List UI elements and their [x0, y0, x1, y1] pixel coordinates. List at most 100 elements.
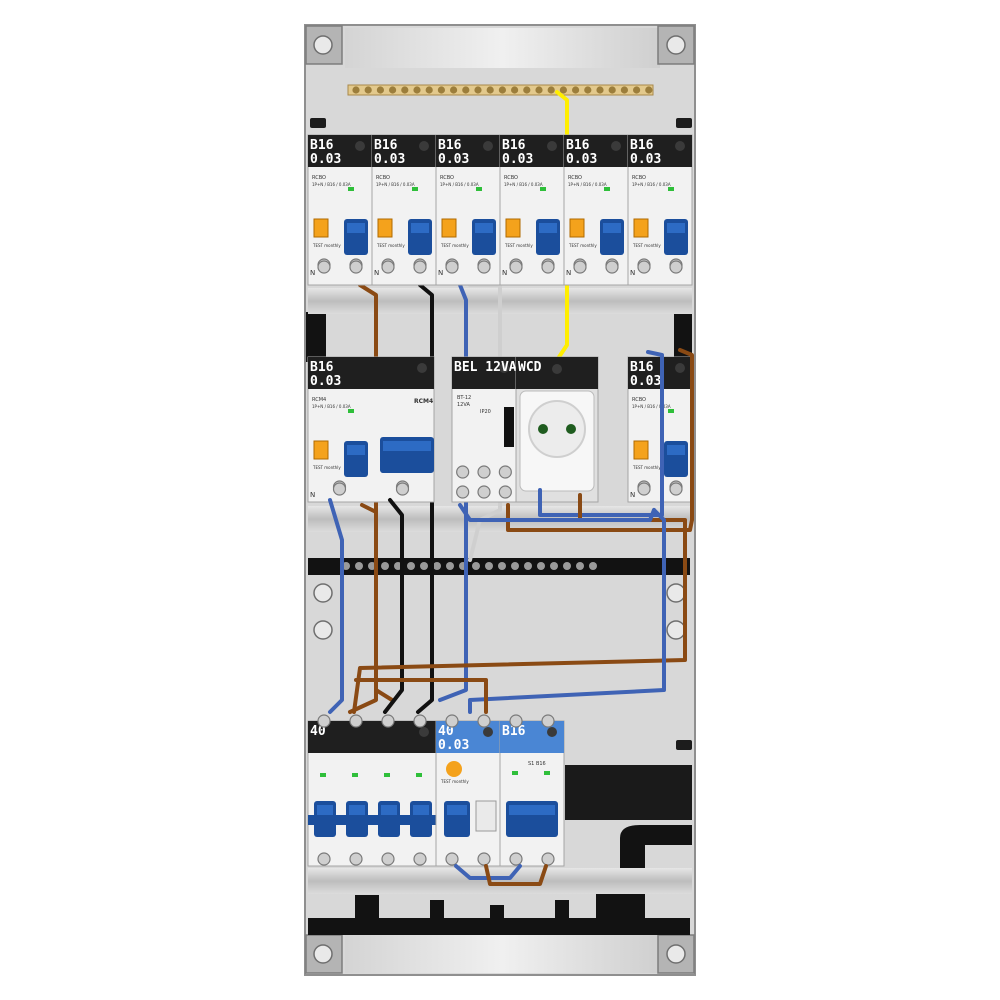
module-header [628, 135, 692, 167]
test-label: TEST monthly [568, 243, 597, 248]
test-button[interactable] [441, 218, 457, 238]
wire [538, 350, 664, 517]
module-model: RCBO [632, 175, 646, 181]
toggle-lever-highlight [447, 805, 467, 815]
test-button[interactable] [633, 218, 649, 238]
terminal-screw-icon [381, 852, 395, 866]
terminal-n-label: N [310, 269, 315, 277]
test-button[interactable] [446, 761, 462, 777]
socket-outlet-icon[interactable] [528, 400, 586, 458]
terminal-screw-icon [395, 482, 410, 496]
earth-screw-icon [523, 86, 531, 94]
module-spec: 1P+N / B16 / 0.03A [376, 182, 415, 187]
module-model: RCBO [568, 175, 582, 181]
busbar-screw-icon [433, 562, 441, 570]
status-led-icon [384, 773, 390, 777]
mount-screw-icon [666, 583, 686, 603]
module-rating: WCD [518, 360, 542, 375]
module-rating: 40 [310, 724, 326, 739]
module-header [452, 357, 516, 389]
module-header [308, 721, 436, 753]
test-button[interactable] [505, 218, 521, 238]
earth-screw-icon [596, 86, 604, 94]
earth-screw-icon [413, 86, 421, 94]
module-rating: B16 [502, 138, 526, 153]
test-label: TEST monthly [376, 243, 405, 248]
reset-slider[interactable] [475, 800, 497, 832]
terminal-screw-icon [637, 482, 651, 496]
mount-screw-icon [666, 944, 686, 964]
test-button[interactable] [313, 440, 329, 460]
test-button[interactable] [377, 218, 393, 238]
toggle-lever-highlight [539, 223, 557, 233]
status-led-icon [668, 187, 674, 191]
module-sensitivity: 0.03 [502, 152, 533, 167]
module-rating: B16 [630, 360, 654, 375]
mount-screw-icon [666, 620, 686, 640]
terminal-n-label: N [310, 491, 315, 499]
terminal-screw-icon [509, 714, 523, 728]
module-header [308, 357, 434, 389]
earth-screw-icon [401, 86, 409, 94]
header-screw-icon [611, 141, 621, 151]
module-spec: 1P+N / B16 / 0.03A [632, 404, 671, 409]
terminal-n-label: N [566, 269, 571, 277]
busbar-screw-icon [407, 562, 415, 570]
terminal-n-label: N [502, 269, 507, 277]
module-header [564, 135, 628, 167]
module-model: RCM4 [312, 397, 326, 403]
toggle-lever-highlight [347, 223, 365, 233]
status-led-icon [352, 773, 358, 777]
terminal-screw-icon [381, 260, 395, 274]
earth-screw-icon [547, 86, 555, 94]
toggle-lever-highlight [411, 223, 429, 233]
test-label: TEST monthly [440, 243, 469, 248]
terminal-screw-icon [349, 714, 363, 728]
busbar-screw-icon [381, 562, 389, 570]
terminal-n-label: N [630, 491, 635, 499]
earth-screw-icon [620, 86, 629, 94]
terminal-screw-icon [332, 482, 347, 496]
earth-screw-icon [633, 86, 641, 94]
test-label: TEST monthly [632, 465, 661, 470]
top-cover-strip [345, 28, 660, 68]
module-sensitivity: 0.03 [630, 374, 661, 389]
toggle-lever-highlight [381, 805, 397, 815]
module-sensitivity: 0.03 [310, 374, 341, 389]
header-screw-icon [547, 141, 557, 151]
module-model: S1 B16 [528, 761, 546, 767]
terminal-screw-icon [573, 260, 587, 274]
header-screw-icon [483, 727, 493, 737]
test-button[interactable] [633, 440, 649, 460]
header-screw-icon [552, 364, 562, 374]
toggle-lever-highlight [667, 445, 685, 455]
terminal-n-label: N [374, 269, 379, 277]
test-button[interactable] [569, 218, 585, 238]
bell-transformer-slot [504, 407, 514, 447]
earth-screw-icon [535, 86, 543, 94]
busbar-bracket [306, 312, 326, 362]
terminal-screw-icon [381, 714, 395, 728]
terminal-screw-icon [413, 714, 427, 728]
header-screw-icon [675, 363, 685, 373]
terminal-screw-icon [477, 260, 491, 274]
test-button[interactable] [313, 218, 329, 238]
socket-pin-hole-icon [566, 424, 576, 434]
module-socket: WCD [515, 356, 599, 503]
terminal-screw-icon [541, 852, 555, 866]
toggle-lever-highlight [509, 805, 555, 815]
earth-screw-icon [486, 86, 494, 94]
header-screw-icon [483, 141, 493, 151]
ganged-handle[interactable] [308, 815, 436, 825]
module-rating: B16 [310, 360, 334, 375]
module-rating: B16 [438, 138, 462, 153]
